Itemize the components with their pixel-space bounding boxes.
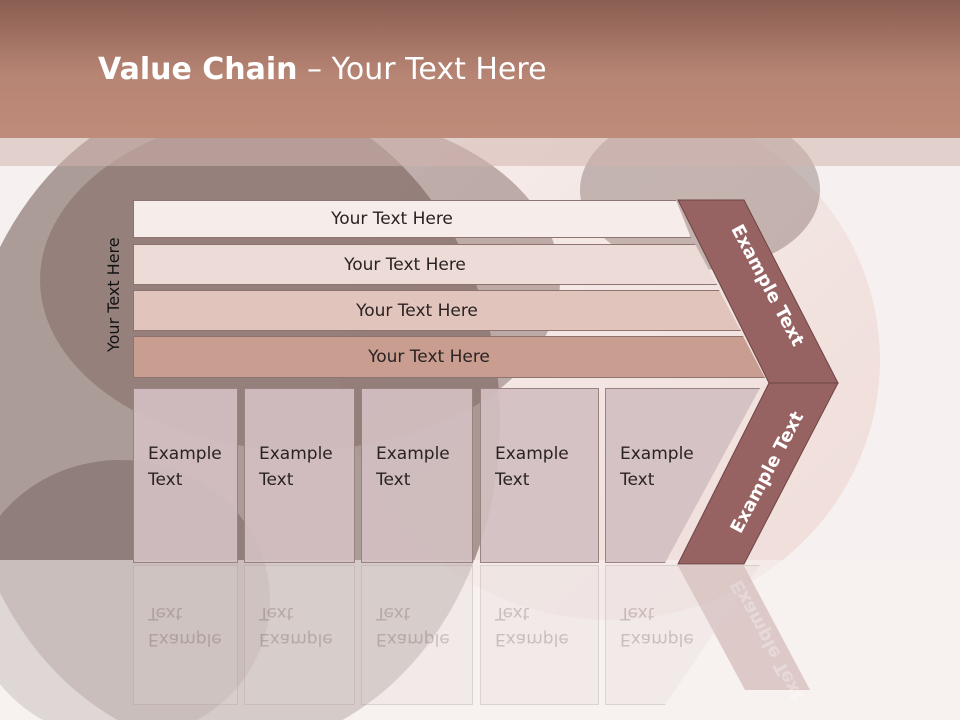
card-reflection: Example Text — [480, 565, 599, 705]
card-reflection-line2: Text — [495, 603, 530, 623]
card-line2: Text — [148, 470, 183, 490]
card-line2: Text — [620, 470, 655, 490]
card-line1: Example — [148, 444, 222, 464]
card-reflection: Example Text — [244, 565, 355, 705]
card-reflection-line1: Example — [495, 629, 569, 649]
card-line1: Example — [376, 444, 450, 464]
title-header — [0, 0, 960, 138]
page-title: Value Chain – Your Text Here — [98, 52, 547, 87]
card-line2: Text — [495, 470, 530, 490]
card-reflection-line1: Example — [148, 629, 222, 649]
title-bold: Value Chain — [98, 52, 298, 87]
title-rest: – Your Text Here — [297, 52, 547, 87]
card-reflection-line2: Text — [259, 603, 294, 623]
value-bar: Your Text Here — [133, 244, 717, 285]
card-reflection: Example Text — [133, 565, 238, 705]
header-band — [0, 138, 960, 166]
value-bar: Your Text Here — [133, 336, 765, 378]
value-bar: Your Text Here — [133, 290, 741, 331]
value-bar-label: Your Text Here — [368, 347, 490, 367]
card-line1: Example — [259, 444, 333, 464]
value-bar-label: Your Text Here — [356, 300, 478, 321]
card-reflection: Example Text — [361, 565, 473, 705]
card-reflection-line2: Text — [376, 603, 411, 623]
chevron-reflection — [678, 566, 810, 690]
value-bar-label: Your Text Here — [344, 254, 466, 275]
card-reflection-line2: Text — [620, 603, 655, 623]
card-line2: Text — [376, 470, 411, 490]
card-reflection-line1: Example — [620, 629, 694, 649]
card-line2: Text — [259, 470, 294, 490]
card-reflection-line1: Example — [376, 629, 450, 649]
card-reflection-line1: Example — [259, 629, 333, 649]
chevron-lower — [677, 382, 839, 565]
card-reflection-line2: Text — [148, 603, 183, 623]
value-bar: Your Text Here — [133, 200, 691, 238]
card-line1: Example — [495, 444, 569, 464]
value-bar-label: Your Text Here — [331, 209, 453, 229]
card-line1: Example — [620, 444, 694, 464]
